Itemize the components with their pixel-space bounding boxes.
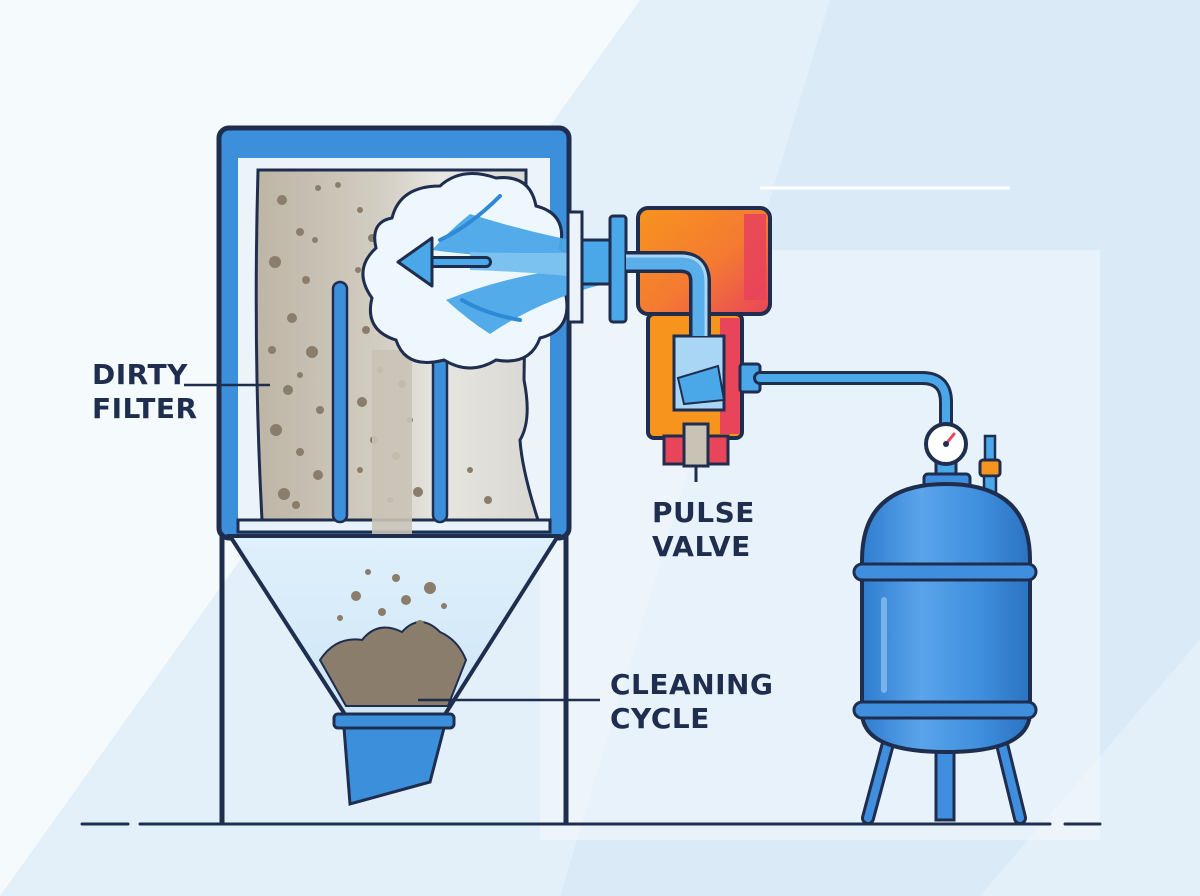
air-supply-line [753, 371, 953, 477]
label-dirty-filter-line1: DIRTY [92, 358, 188, 391]
label-leaders [184, 383, 600, 702]
pulse-valve [626, 206, 772, 482]
label-dirty-filter: DIRTY FILTER [92, 358, 198, 426]
label-cleaning-cycle-line2: CYCLE [610, 702, 710, 735]
label-cleaning-cycle: CLEANING CYCLE [610, 668, 773, 736]
dust-particles [268, 182, 492, 509]
hopper [226, 534, 562, 806]
label-pulse-valve-line2: VALVE [652, 530, 751, 563]
air-receiver-tank [852, 472, 1038, 825]
label-pulse-valve-line1: PULSE [652, 496, 755, 529]
arrow-left-icon [396, 236, 492, 288]
label-cleaning-cycle-line1: CLEANING [610, 668, 774, 701]
label-dirty-filter-line2: FILTER [92, 392, 198, 425]
blowpipe [566, 210, 628, 324]
label-pulse-valve: PULSE VALVE [652, 496, 755, 564]
gauge-icon [924, 422, 968, 478]
